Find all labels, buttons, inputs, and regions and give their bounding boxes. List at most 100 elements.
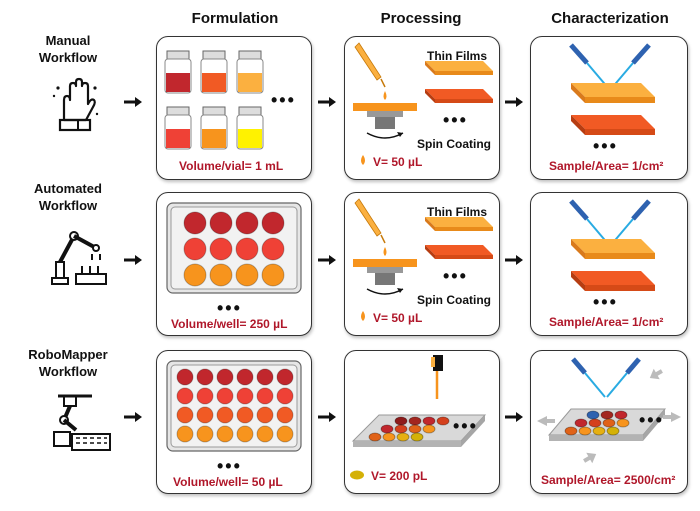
panel-manual-formulation: ••• Volume/vial= 1 mL	[156, 36, 312, 180]
thin-films-label: Thin Films	[427, 205, 487, 219]
well	[236, 406, 254, 424]
droplet	[382, 432, 396, 442]
column-header-characterization: Characterization	[551, 10, 669, 27]
well	[216, 406, 234, 424]
well	[209, 237, 233, 261]
ellipsis: •••	[443, 266, 468, 286]
well	[209, 263, 233, 287]
well-plate-illustration	[166, 360, 302, 452]
vial	[164, 106, 192, 150]
droplet	[396, 432, 410, 442]
panel-robomapper-formulation: ••• Volume/well= 50 µL	[156, 350, 312, 494]
well-plate-illustration	[166, 202, 302, 294]
well	[276, 368, 294, 386]
well	[276, 406, 294, 424]
well	[261, 237, 285, 261]
well	[216, 387, 234, 405]
vial	[200, 50, 228, 94]
arrow-right-icon	[124, 97, 142, 107]
column-header-formulation: Formulation	[191, 10, 279, 27]
column-header-processing: Processing	[380, 10, 462, 27]
well	[196, 425, 214, 443]
formulation-caption: Volume/well= 250 µL	[171, 317, 288, 331]
characterization-caption: Sample/Area= 1/cm²	[549, 159, 664, 173]
characterization-caption: Sample/Area= 1/cm²	[549, 315, 664, 329]
ellipsis: •••	[271, 90, 296, 110]
droplet	[574, 418, 588, 428]
formulation-caption: Volume/vial= 1 mL	[179, 159, 284, 173]
ellipsis: •••	[593, 136, 618, 156]
well	[256, 368, 274, 386]
well	[235, 211, 259, 235]
droplet	[410, 432, 424, 442]
arrow-right-icon	[505, 412, 523, 422]
droplet	[588, 418, 602, 428]
well	[236, 425, 254, 443]
robotic-printer-icon	[50, 390, 114, 456]
row-label-line1: RoboMapper	[28, 347, 108, 362]
arrow-right-icon	[318, 97, 336, 107]
row-label-line1: Manual	[45, 33, 91, 48]
droplet	[422, 416, 436, 426]
panel-manual-characterization: ••• Sample/Area= 1/cm²	[530, 36, 688, 180]
droplet	[592, 426, 606, 436]
panel-automated-formulation: ••• Volume/well= 250 µL	[156, 192, 312, 336]
panel-robomapper-characterization: ••• Sample/Area= 2500/cm²	[530, 350, 688, 494]
droplet	[564, 426, 578, 436]
arrow-right-icon	[124, 255, 142, 265]
row-label-automated: Automated Workflow	[16, 180, 120, 214]
well	[216, 425, 234, 443]
droplet	[606, 426, 620, 436]
processing-caption: V= 50 µL	[373, 155, 423, 169]
panel-robomapper-processing: ••• V= 200 pL	[344, 350, 500, 494]
droplet	[422, 424, 436, 434]
arrow-right-icon	[505, 255, 523, 265]
thin-films-label: Thin Films	[427, 49, 487, 63]
ellipsis: •••	[217, 456, 242, 476]
processing-caption: V= 200 pL	[371, 469, 428, 483]
printing-illustration	[350, 355, 487, 480]
well	[276, 425, 294, 443]
droplet	[616, 418, 630, 428]
robot-arm-icon	[44, 226, 110, 288]
vial	[200, 106, 228, 150]
hand-washing-icon	[50, 74, 100, 134]
ellipsis: •••	[217, 298, 242, 318]
spin-coating-label: Spin Coating	[417, 137, 491, 151]
droplet	[408, 424, 422, 434]
well	[256, 406, 274, 424]
row-label-line2: Workflow	[38, 198, 98, 213]
arrow-right-icon	[318, 255, 336, 265]
well	[261, 263, 285, 287]
row-label-line2: Workflow	[38, 50, 98, 65]
panel-automated-characterization: ••• Sample/Area= 1/cm²	[530, 192, 688, 336]
droplet	[578, 426, 592, 436]
well	[176, 425, 194, 443]
vial	[164, 50, 192, 94]
well	[276, 387, 294, 405]
probe-measurement-illustration	[569, 199, 655, 291]
droplet	[600, 410, 614, 420]
well	[196, 406, 214, 424]
row-label-line2: Workflow	[38, 364, 98, 379]
ellipsis: •••	[639, 410, 664, 430]
ellipsis: •••	[593, 292, 618, 312]
well	[183, 263, 207, 287]
arrow-right-icon	[318, 412, 336, 422]
well	[176, 406, 194, 424]
spin-coating-label: Spin Coating	[417, 293, 491, 307]
panel-manual-processing: Thin Films ••• Spin Coating V= 50 µL	[344, 36, 500, 180]
droplet	[394, 424, 408, 434]
well	[235, 263, 259, 287]
row-label-robomapper: RoboMapper Workflow	[16, 346, 120, 380]
droplet	[586, 410, 600, 420]
droplet	[368, 432, 382, 442]
droplet	[394, 416, 408, 426]
characterization-caption: Sample/Area= 2500/cm²	[541, 473, 676, 487]
droplet	[602, 418, 616, 428]
well	[261, 211, 285, 235]
well	[176, 368, 194, 386]
well	[235, 237, 259, 261]
well	[183, 237, 207, 261]
probe-measurement-illustration	[569, 43, 655, 135]
